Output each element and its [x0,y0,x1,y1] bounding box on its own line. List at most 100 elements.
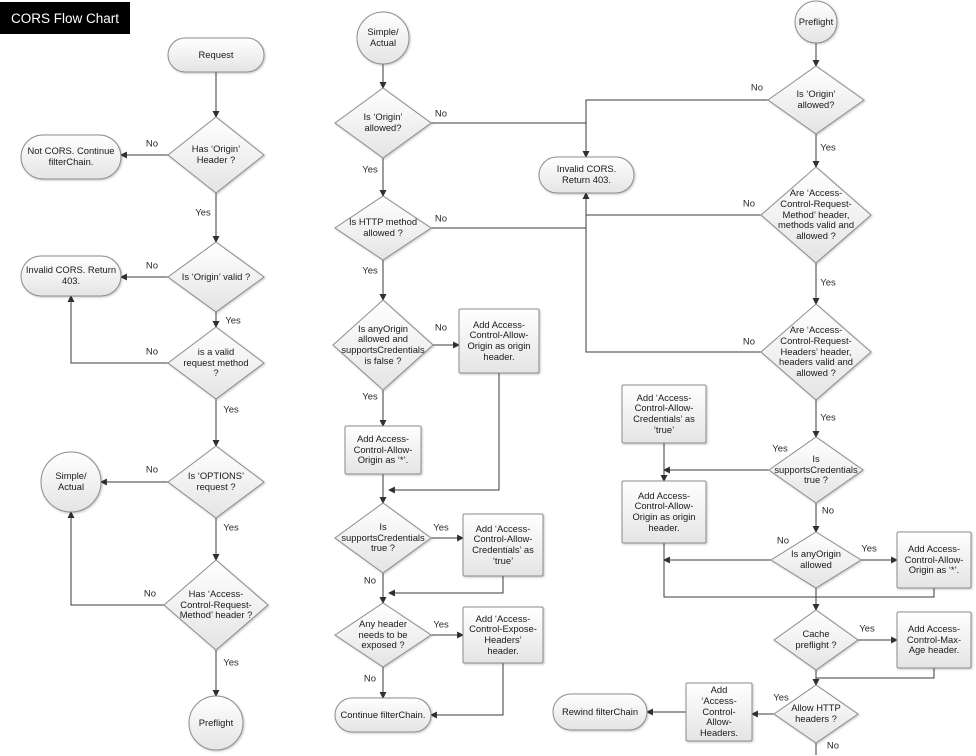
flow-edge [429,663,504,719]
c1-connector-simple-actual-label: Simple/ Actual [55,470,87,492]
edge-label: No [145,138,159,150]
flow-edge [387,576,504,597]
c2-decision-expose-headers-label: Any header needs to be exposed ? [358,618,408,651]
c1-end-invalid-cors-label: Invalid CORS. Return 403. [25,264,117,286]
edge-label: No [143,588,157,600]
flow-edge [663,543,816,598]
edge-label: Yes [223,657,239,669]
c3-connector-preflight-label: Preflight [798,15,834,27]
c3-decision-allow-http-headers-label: Allow HTTP headers ? [791,702,841,724]
c2-process-add-credentials-label: Add ‘Access-Control-Allow-Credentials’ a… [472,522,534,566]
c3-process-add-allow-headers [685,682,753,742]
c2-decision-expose-headers [334,602,432,668]
edge-label: Yes [433,619,449,631]
c3-decision-acrh-valid [760,303,872,401]
c1-end-not-cors [20,134,122,180]
c2-process-add-expose-headers-label: Add ‘Access-Control-Expose-Headers’ head… [469,612,537,656]
c1-decision-has-origin-header-label: Has ‘Origin’ Header ? [191,143,241,165]
c1-connector-preflight-label: Preflight [198,716,234,728]
flow-edge [67,294,168,364]
c2-decision-method-allowed [334,195,432,261]
edge-label: No [750,82,764,94]
c2-process-add-credentials [462,513,544,577]
edge-label: Yes [223,522,239,534]
edge-label: No [145,346,159,358]
c1-end-invalid-cors [20,255,122,297]
c2-end-continue-filterchain [334,697,432,733]
c1-end-not-cors-label: Not CORS. Continue filterChain. [27,145,115,167]
c2-connector-simple-actual [356,11,410,65]
edge-label: Yes [223,404,239,416]
edge-label: No [434,213,448,225]
c2-process-add-origin-header-label: Add Access-Control-Allow-Origin as origi… [467,318,531,362]
c3-end-rewind-filterchain [552,693,648,731]
edge-label: No [145,464,159,476]
c2-end-invalid-cors-label: Invalid CORS. Return 403. [556,163,617,185]
c1-decision-valid-method [167,326,265,400]
c1-decision-origin-valid [167,241,265,313]
c2-decision-origin-allowed [334,87,432,159]
edge-label: Yes [362,164,378,176]
edge-label: No [821,505,835,517]
c3-decision-cache-preflight [773,609,859,671]
c1-decision-options-request-label: Is ‘OPTIONS’ request ? [187,470,245,492]
edge-label: No [826,740,840,752]
edge-label: Yes [820,412,836,424]
edge-label: No [363,673,377,685]
edge-label: Yes [433,522,449,534]
c2-process-add-origin-star [344,425,422,475]
c2-process-add-origin-header [458,308,540,374]
page-title: CORS Flow Chart [0,2,131,34]
c3-decision-supports-credentials [768,436,864,504]
c1-decision-valid-method-label: is a valid request method ? [183,346,249,379]
c3-decision-acrh-valid-label: Are ‘Access-Control-Request-Headers’ hea… [778,324,853,378]
c1-decision-has-origin-header [167,116,265,194]
flow-edge [67,510,164,606]
c3-process-add-origin-header [621,480,707,544]
c3-decision-anyorigin-allowed-label: Is anyOrigin allowed [790,548,842,570]
edge-label: Yes [362,391,378,403]
c3-decision-anyorigin-allowed [770,531,862,589]
c3-decision-origin-allowed [767,65,865,135]
c3-process-add-origin-header-label: Add Access-Control-Allow-Origin as origi… [632,489,696,533]
flow-edge [582,99,768,159]
c3-decision-acrm-valid-label: Are ‘Access-Control-Request-Method’ head… [777,187,855,241]
c3-process-add-credentials-label: Add ‘Access-Control-Allow-Credentials’ a… [633,391,695,435]
flow-edge [387,373,500,494]
shapes-layer [20,0,972,751]
c1-start-request-label: Request [198,48,234,60]
page-title-text: CORS Flow Chart [11,10,120,26]
c2-decision-method-allowed-label: Is HTTP method allowed ? [348,216,418,238]
edges-layer [67,43,935,755]
flow-edge [816,588,935,598]
c2-decision-supports-credentials-label: Is supportsCredentials true ? [341,521,425,554]
edge-label: Yes [820,277,836,289]
c3-decision-supports-credentials-label: Is supportsCredentials true ? [774,453,858,486]
c1-connector-simple-actual [40,451,102,513]
edge-label: No [434,322,448,334]
edge-label: No [776,535,790,547]
edge-label: Yes [225,315,241,327]
edge-label: No [434,108,448,120]
c1-decision-has-acrm-header-label: Has ‘Access-Control-Request-Method’ head… [179,588,253,621]
c1-decision-options-request [167,445,265,519]
edge-label: No [742,336,756,348]
c3-decision-acrm-valid [760,166,872,264]
c3-process-add-origin-star-label: Add Access-Control-Allow-Origin as ‘*’. [904,543,964,576]
edge-label: Yes [820,142,836,154]
c2-decision-anyorigin-nocred [332,299,434,391]
c1-decision-has-acrm-header [163,559,269,651]
c2-process-add-origin-star-label: Add Access-Control-Allow-Origin as ‘*’. [353,433,413,466]
c2-end-continue-filterchain-label: Continue filterChain. [340,708,426,720]
c3-decision-origin-allowed-label: Is ‘Origin’ allowed? [796,88,836,110]
edge-label: No [742,198,756,210]
c1-start-request [167,37,265,73]
c2-process-add-expose-headers [462,606,544,664]
edge-label: Yes [362,265,378,277]
edge-label: Yes [861,543,877,555]
c3-decision-cache-preflight-label: Cache preflight ? [795,628,837,650]
c3-process-add-credentials [621,384,707,444]
